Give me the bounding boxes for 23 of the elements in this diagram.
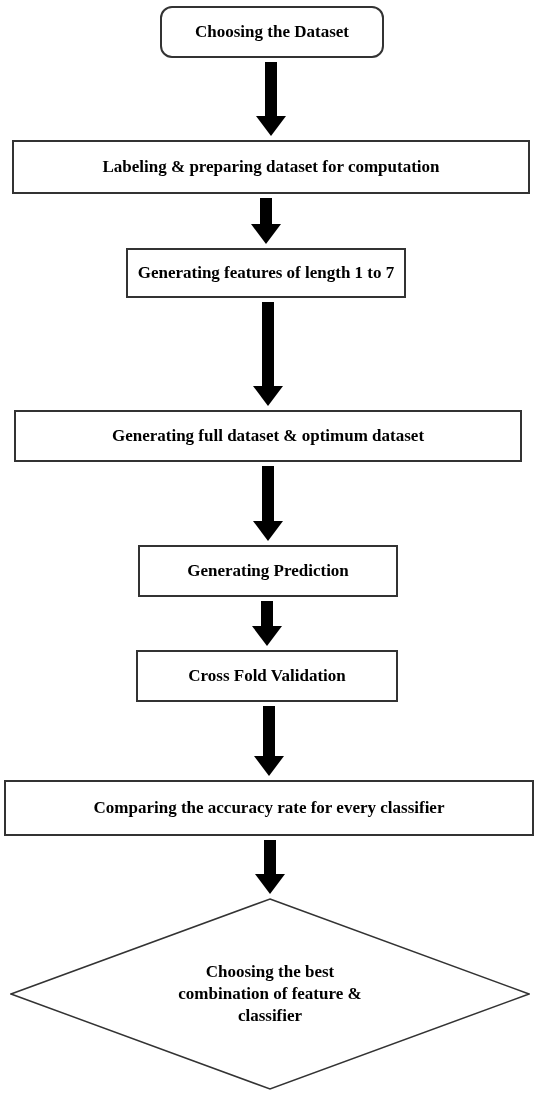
process-box	[12, 140, 530, 194]
arrow	[255, 840, 285, 894]
arrow	[254, 706, 284, 776]
arrow	[251, 198, 281, 244]
process-box	[126, 248, 406, 298]
box-label: Cross Fold Validation	[188, 664, 346, 687]
box-label: Generating full dataset & optimum dataset	[111, 424, 425, 447]
box-label: Generating Prediction	[187, 559, 349, 582]
process-box	[4, 780, 534, 836]
arrow	[256, 62, 286, 136]
process-box	[138, 545, 398, 597]
box-label: Comparing the accuracy rate for every classifier	[93, 796, 445, 819]
process-box	[136, 650, 398, 702]
arrow	[252, 601, 282, 646]
decision-diamond	[10, 898, 530, 1090]
box-label: Choosing the best combination of feature & classifier	[177, 960, 363, 1028]
box-label: Choosing the Dataset	[195, 20, 349, 43]
arrow	[253, 466, 283, 541]
arrow	[253, 302, 283, 406]
box-label: Labeling & preparing dataset for computation	[102, 155, 440, 178]
process-box	[14, 410, 522, 462]
box-label: Generating features of length 1 to 7	[137, 261, 395, 284]
process-box	[160, 6, 384, 58]
